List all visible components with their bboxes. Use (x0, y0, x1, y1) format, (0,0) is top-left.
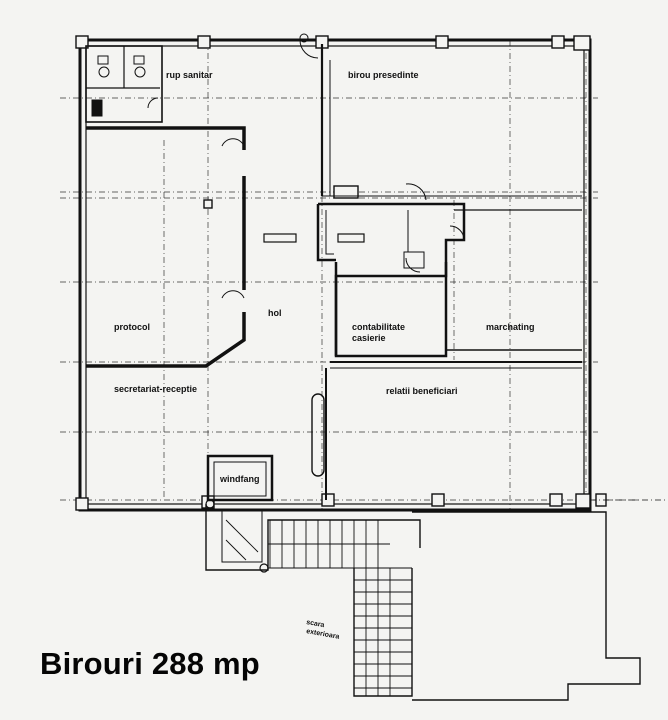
plan-caption: Birouri 288 mp (40, 646, 260, 681)
interior-stair (205, 499, 421, 573)
label-relatii-beneficiari: relatii beneficiari (386, 386, 458, 396)
label-grup-sanitar: rup sanitar (166, 70, 213, 80)
grid-lines (60, 40, 640, 510)
label-protocol: protocol (114, 322, 150, 332)
room-labels: rup sanitar birou presedinte protocol ho… (114, 70, 535, 641)
outer-walls (78, 38, 592, 512)
terrace-outline (412, 499, 668, 701)
office-walls (320, 44, 582, 197)
label-marketing: marchating (486, 322, 535, 332)
label-casierie: casierie (352, 333, 386, 343)
label-secretariat: secretariat-receptie (114, 384, 197, 394)
hall-wall (86, 126, 246, 368)
columns (75, 35, 607, 511)
windfang (206, 454, 274, 502)
label-windfang: windfang (219, 474, 260, 484)
exterior-stair (353, 568, 413, 697)
sanitary-group (85, 45, 163, 123)
label-hol: hol (268, 308, 282, 318)
label-scara: scara (306, 619, 325, 629)
accounting-marketing-walls (330, 209, 582, 369)
label-birou-presedinte: birou presedinte (348, 70, 419, 80)
label-scara-exterioara: exterioara (306, 628, 340, 641)
beneficiari-wall (86, 365, 327, 500)
label-contabilitate: contabilitate (352, 322, 405, 332)
